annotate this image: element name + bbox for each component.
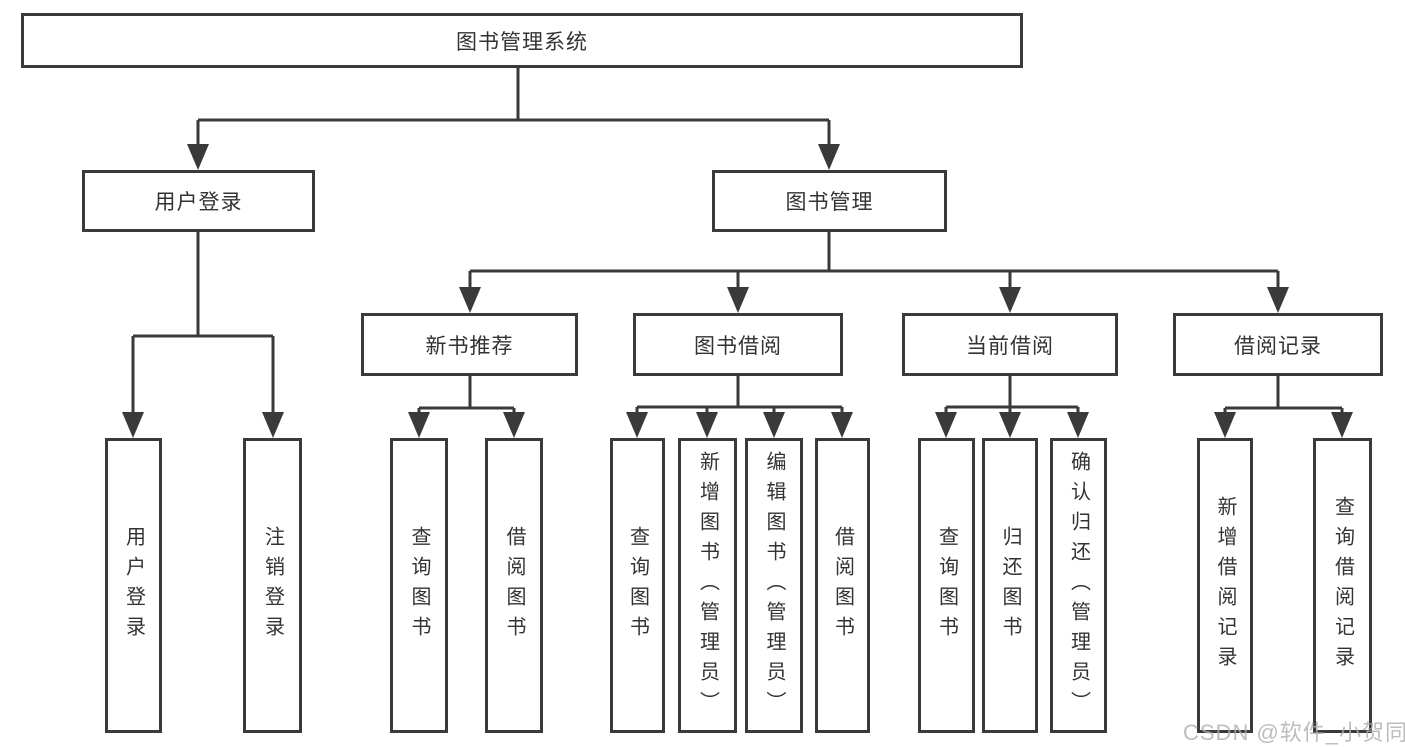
arrowhead-icons <box>122 144 1353 438</box>
leaf-user-login: 用户登录 <box>105 438 162 733</box>
arrow-down-icon <box>1067 412 1089 438</box>
arrow-down-icon <box>626 412 648 438</box>
node-new-book-recommend: 新书推荐 <box>361 313 578 376</box>
node-book-borrow: 图书借阅 <box>633 313 843 376</box>
leaf-query-borrow-record: 查询借阅记录 <box>1313 438 1372 733</box>
arrow-down-icon <box>503 412 525 438</box>
arrow-down-icon <box>187 144 209 170</box>
arrow-down-icon <box>831 412 853 438</box>
arrow-down-icon <box>122 412 144 438</box>
arrow-down-icon <box>262 412 284 438</box>
leaf-confirm-return-admin: 确认归还（管理员） <box>1050 438 1107 733</box>
node-user-login: 用户登录 <box>82 170 315 232</box>
connector-lines <box>133 68 1342 410</box>
leaf-edit-books-admin: 编辑图书（管理员） <box>745 438 803 733</box>
leaf-query-books-borrow: 查询图书 <box>610 438 665 733</box>
arrow-down-icon <box>1267 287 1289 313</box>
leaf-add-books-admin: 新增图书（管理员） <box>678 438 737 733</box>
arrow-down-icon <box>818 144 840 170</box>
arrow-down-icon <box>999 287 1021 313</box>
node-borrow-records: 借阅记录 <box>1173 313 1383 376</box>
node-book-management: 图书管理 <box>712 170 947 232</box>
csdn-watermark: CSDN @软件_小贺同学 <box>1183 720 1405 745</box>
arrow-down-icon <box>727 287 749 313</box>
leaf-borrow-books: 借阅图书 <box>815 438 870 733</box>
arrow-down-icon <box>763 412 785 438</box>
arrow-down-icon <box>1214 412 1236 438</box>
arrow-down-icon <box>696 412 718 438</box>
node-root: 图书管理系统 <box>21 13 1023 68</box>
leaf-borrow-books-recommend: 借阅图书 <box>485 438 543 733</box>
node-current-borrow: 当前借阅 <box>902 313 1118 376</box>
leaf-logout: 注销登录 <box>243 438 302 733</box>
leaf-return-books: 归还图书 <box>982 438 1038 733</box>
arrow-down-icon <box>1331 412 1353 438</box>
leaf-query-books-recommend: 查询图书 <box>390 438 448 733</box>
leaf-query-books-current: 查询图书 <box>918 438 975 733</box>
arrow-down-icon <box>408 412 430 438</box>
arrow-down-icon <box>459 287 481 313</box>
arrow-down-icon <box>935 412 957 438</box>
leaf-add-borrow-record: 新增借阅记录 <box>1197 438 1253 733</box>
arrow-down-icon <box>999 412 1021 438</box>
